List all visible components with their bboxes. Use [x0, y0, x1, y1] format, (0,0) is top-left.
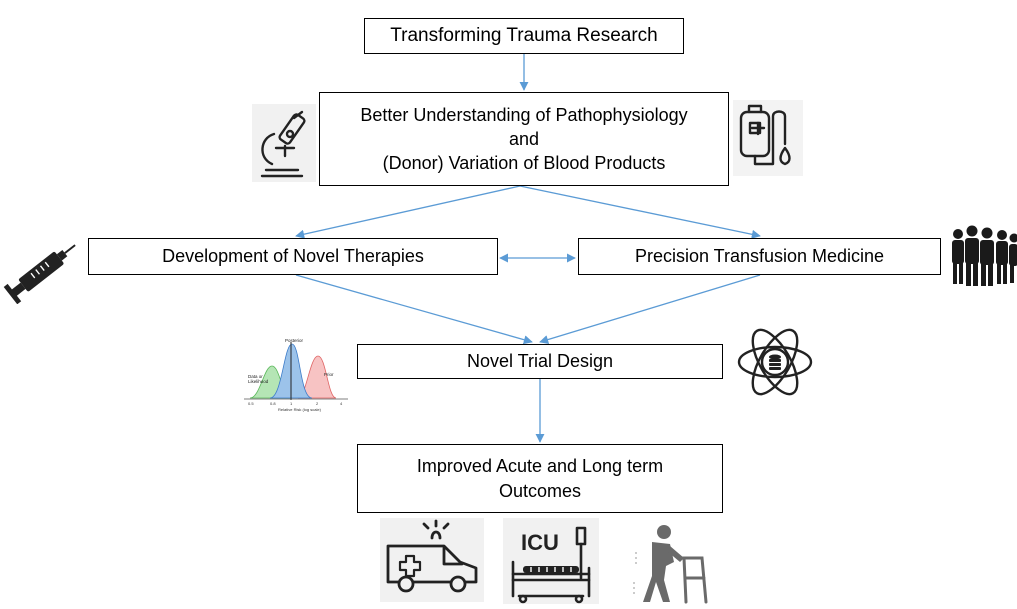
box-top-label: Transforming Trauma Research: [390, 25, 658, 47]
plot-label-prior: Prior: [324, 372, 334, 377]
plot-tick-2: 1: [290, 401, 293, 406]
plot-label-data-2: Likelihood: [248, 379, 269, 384]
box-development-novel-therapies: Development of Novel Therapies: [88, 238, 498, 275]
arrow-left-to-trial: [296, 275, 532, 342]
distribution-plot: Posterior Data or Likelihood Prior 0.5 0…: [236, 336, 356, 412]
database-atom-icon: [735, 322, 815, 402]
plot-tick-3: 2: [316, 401, 319, 406]
box-second-line2: and: [509, 127, 539, 151]
box-improved-outcomes: Improved Acute and Long term Outcomes: [357, 444, 723, 513]
box-bottom-line1: Improved Acute and Long term: [417, 454, 663, 479]
ambulance-icon: [380, 518, 484, 602]
elderly-walker-icon: [630, 522, 710, 604]
box-better-understanding: Better Understanding of Pathophysiology …: [319, 92, 729, 186]
box-precision-transfusion-medicine: Precision Transfusion Medicine: [578, 238, 941, 275]
plot-tick-1: 0.8: [270, 401, 276, 406]
box-bottom-line2: Outcomes: [499, 479, 581, 504]
box-transforming-trauma-research: Transforming Trauma Research: [364, 18, 684, 54]
icu-bed-icon: ICU: [503, 518, 599, 604]
microscope-icon: [252, 104, 316, 182]
syringe-icon: [2, 238, 82, 304]
plot-xlabel: Relative Risk (log scale): [278, 407, 322, 412]
icu-text-icon: ICU: [521, 530, 559, 555]
plot-tick-4: 4: [340, 401, 343, 406]
box-left-label: Development of Novel Therapies: [162, 246, 424, 267]
box-trial-label: Novel Trial Design: [467, 351, 613, 372]
blood-bag-icon: [733, 100, 803, 176]
box-second-line1: Better Understanding of Pathophysiology: [360, 103, 687, 127]
people-group-icon: [948, 222, 1017, 288]
box-right-label: Precision Transfusion Medicine: [635, 246, 884, 267]
plot-tick-0: 0.5: [248, 401, 254, 406]
arrow-right-to-trial: [540, 275, 760, 342]
plot-label-posterior: Posterior: [285, 338, 304, 343]
box-second-line3: (Donor) Variation of Blood Products: [383, 151, 666, 175]
arrow-second-to-right: [520, 186, 760, 236]
arrow-second-to-left: [296, 186, 520, 236]
box-novel-trial-design: Novel Trial Design: [357, 344, 723, 379]
